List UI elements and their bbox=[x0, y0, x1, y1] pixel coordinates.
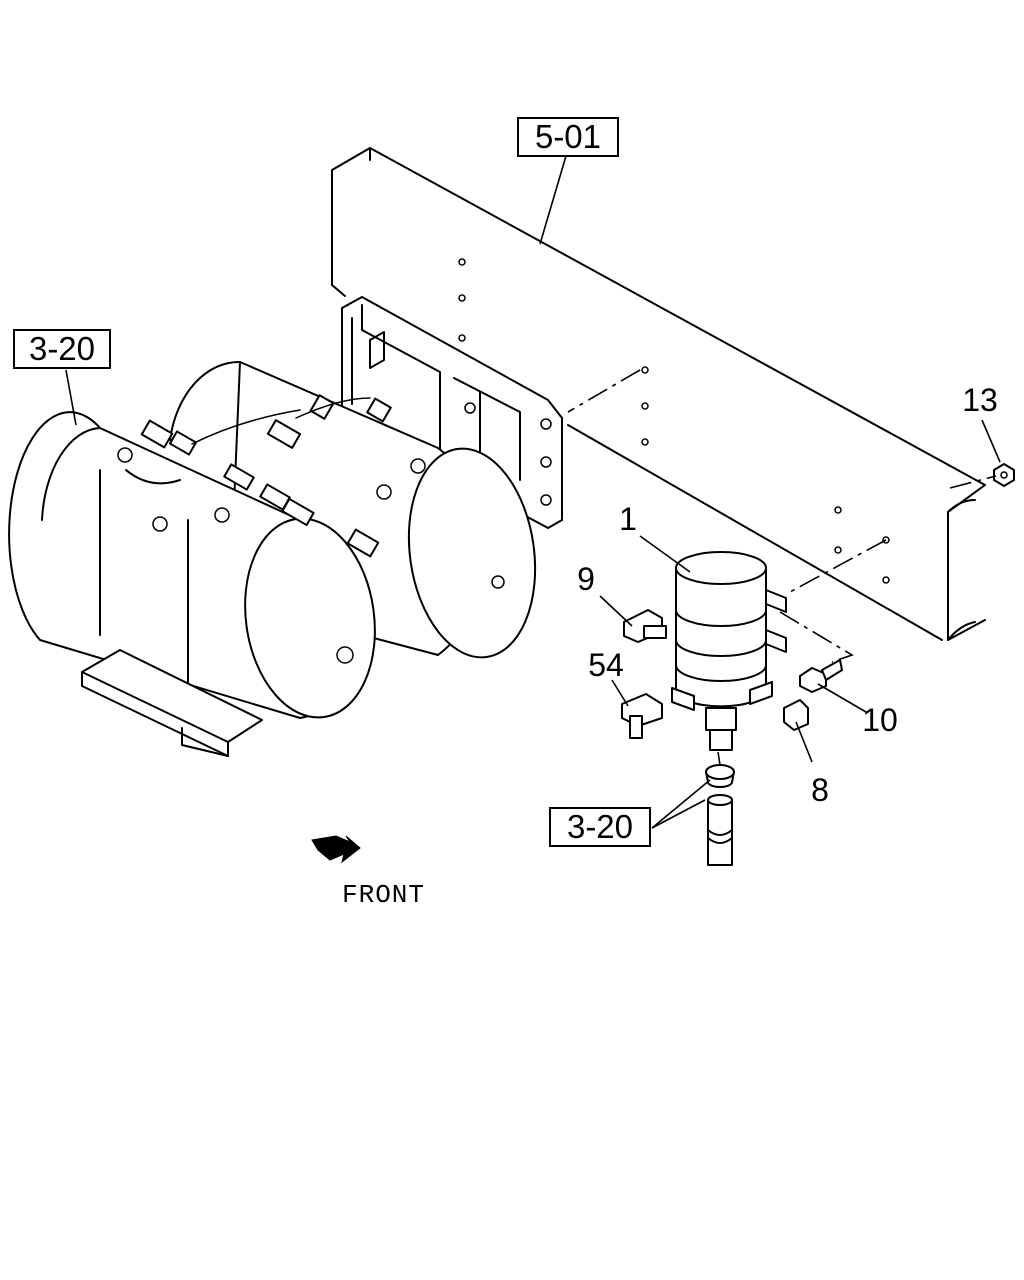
callout-tank-ref: 3-20 bbox=[13, 329, 111, 369]
hose bbox=[707, 794, 733, 866]
fitting-9 bbox=[623, 609, 667, 643]
tank-base-bracket bbox=[81, 649, 263, 757]
tank-ref-label: 3-20 bbox=[29, 330, 95, 367]
part-8-label: 8 bbox=[811, 772, 829, 808]
leader-lines bbox=[65, 155, 1001, 829]
hose-clamp bbox=[705, 764, 735, 788]
fitting-54 bbox=[621, 693, 663, 739]
part-9-label: 9 bbox=[577, 561, 595, 597]
tank-fittings bbox=[140, 394, 392, 558]
callout-frame-ref: 5-01 bbox=[517, 117, 619, 157]
part-54-label: 54 bbox=[588, 647, 624, 683]
part-13-label: 13 bbox=[962, 382, 998, 418]
bolt-10 bbox=[799, 659, 843, 693]
front-label: FRONT bbox=[342, 880, 425, 910]
part-10-label: 10 bbox=[862, 702, 898, 738]
arrow-icon bbox=[311, 835, 361, 864]
front-indicator: FRONT bbox=[311, 835, 425, 910]
part-1-label: 1 bbox=[619, 501, 637, 537]
air-tank-front bbox=[8, 411, 376, 719]
nut-13 bbox=[993, 463, 1015, 487]
fitting-8 bbox=[783, 699, 809, 731]
hose-ref-label: 3-20 bbox=[567, 808, 633, 845]
air-dryer bbox=[671, 551, 787, 751]
frame-ref-label: 5-01 bbox=[535, 118, 601, 155]
callout-hose-ref: 3-20 bbox=[549, 807, 651, 847]
frame-rail bbox=[331, 147, 986, 641]
alignment-lines bbox=[567, 369, 997, 766]
